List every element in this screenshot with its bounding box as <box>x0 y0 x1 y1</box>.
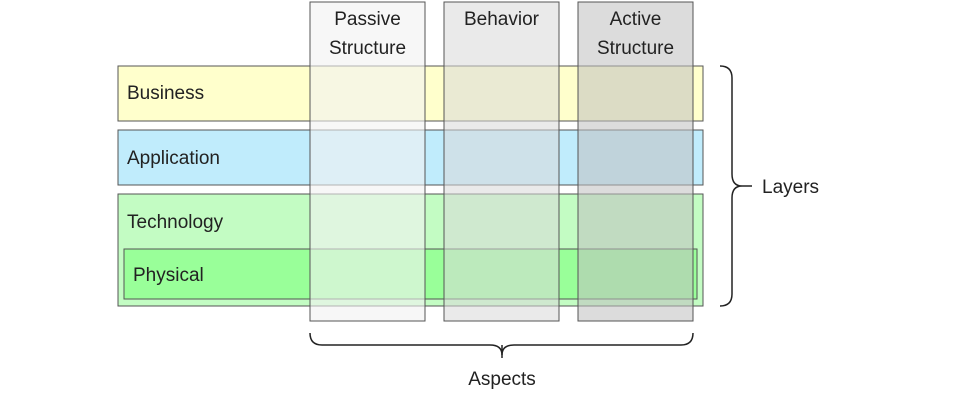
layer-business-label: Business <box>127 83 204 104</box>
aspect-passive-label-1: Passive <box>334 9 401 30</box>
layer-application-label: Application <box>127 148 220 169</box>
sublayer-physical-label: Physical <box>133 265 204 286</box>
layers-brace-label: Layers <box>762 177 819 198</box>
aspect-passive-structure: Passive Structure <box>309 1 426 322</box>
aspect-behavior-label: Behavior <box>464 9 540 30</box>
aspects-brace: Aspects <box>309 332 694 390</box>
aspect-active-label-1: Active <box>610 9 662 30</box>
aspect-active-label-2: Structure <box>597 38 674 59</box>
aspect-behavior: Behavior <box>443 1 560 322</box>
aspect-active-structure: Active Structure <box>577 1 694 322</box>
layer-technology-label: Technology <box>127 212 224 233</box>
layers-brace: Layers <box>719 65 819 307</box>
aspect-passive-label-2: Structure <box>329 38 406 59</box>
aspects-brace-label: Aspects <box>468 369 536 390</box>
